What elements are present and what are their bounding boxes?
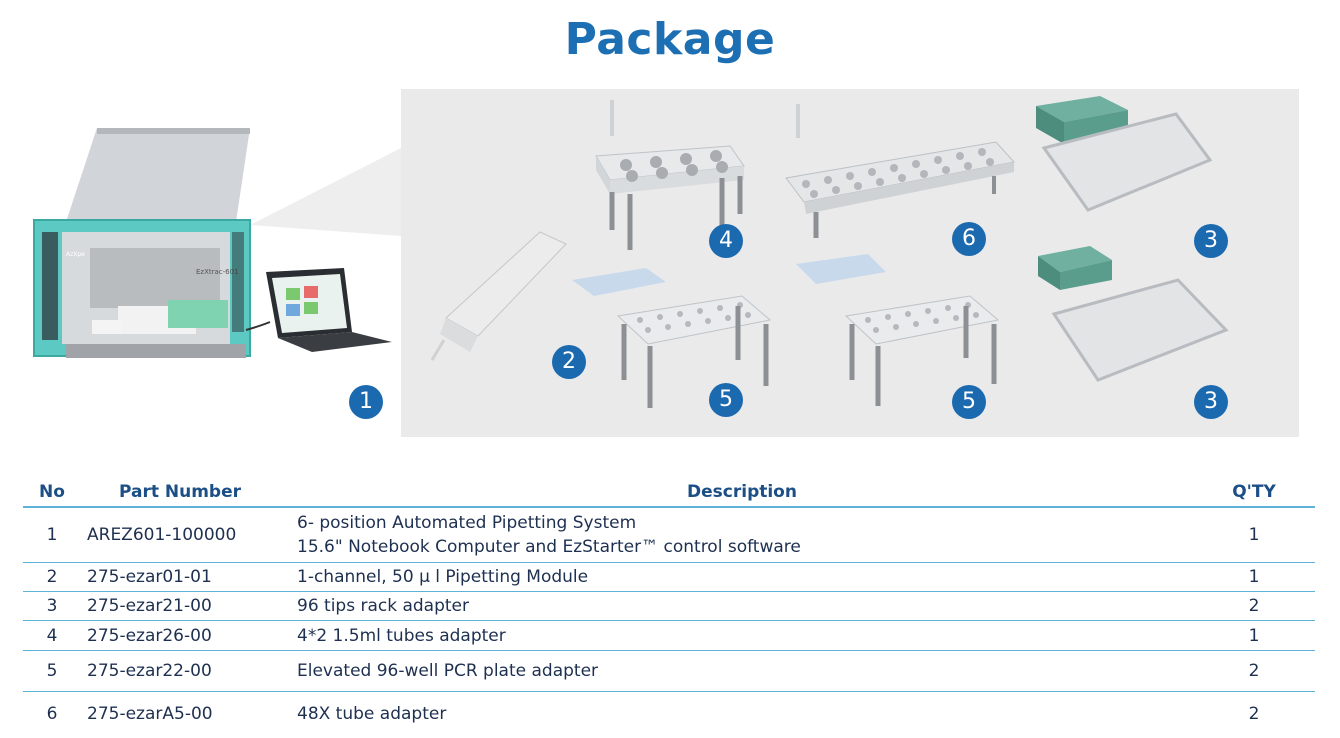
callout-wedge xyxy=(250,148,401,236)
row-description: 96 tips rack adapter xyxy=(279,591,1193,621)
table-row: 1 AREZ601-100000 6- position Automated P… xyxy=(23,507,1315,563)
row-description: Elevated 96-well PCR plate adapter xyxy=(279,650,1193,692)
tubes-adapter-image xyxy=(595,100,745,250)
row-no: 4 xyxy=(23,620,81,651)
badge-item-1: 1 xyxy=(349,385,383,419)
badge-item-4: 4 xyxy=(709,224,743,258)
row-no: 2 xyxy=(23,562,81,592)
row-part-number: 275-ezar22-00 xyxy=(81,650,279,692)
row-description: 1-channel, 50 μ l Pipetting Module xyxy=(279,562,1193,592)
badge-item-5-right: 5 xyxy=(952,385,986,419)
row-description-line: 6- position Automated Pipetting System xyxy=(297,513,637,533)
pcr-plate-adapter-image-left xyxy=(616,295,772,408)
page-title: Package xyxy=(564,14,776,65)
row-part-number: 275-ezarA5-00 xyxy=(87,703,213,724)
row-qty: 1 xyxy=(1193,620,1315,651)
row-part-number: 275-ezar01-01 xyxy=(81,562,279,592)
instrument-label: EzXtrac-601 xyxy=(196,268,239,276)
row-qty: 1 xyxy=(1193,562,1315,592)
row-qty: 2 xyxy=(1193,591,1315,621)
row-description-line: 15.6" Notebook Computer and EzStarter™ c… xyxy=(297,537,801,557)
table-row: 6 275-ezarA5-00 48X tube adapter 2 xyxy=(23,692,1315,736)
laptop-image xyxy=(245,268,392,352)
table-header-row: No Part Number Description Q'TY xyxy=(23,478,1315,508)
tips-rack-adapter-image-top xyxy=(1036,96,1213,212)
row-part-number: AREZ601-100000 xyxy=(81,507,279,563)
product-illustration: EzXtrac-601 AzXpe xyxy=(33,89,1299,437)
instrument-logo: AzXpe xyxy=(66,251,85,258)
table-row: 3 275-ezar21-00 96 tips rack adapter 2 xyxy=(23,591,1315,621)
header-qty: Q'TY xyxy=(1193,478,1315,508)
badge-item-3-bottom: 3 xyxy=(1194,385,1228,419)
row-no: 1 xyxy=(23,507,81,563)
row-qty: 1 xyxy=(1193,507,1315,563)
tube-rack-image xyxy=(785,104,1015,238)
row-part-number: 275-ezar21-00 xyxy=(81,591,279,621)
table-row: 4 275-ezar26-00 4*2 1.5ml tubes adapter … xyxy=(23,620,1315,651)
row-description: 48X tube adapter xyxy=(297,703,447,724)
table-row: 2 275-ezar01-01 1-channel, 50 μ l Pipett… xyxy=(23,562,1315,592)
pipetting-system-image: EzXtrac-601 AzXpe xyxy=(33,128,251,358)
row-description: 4*2 1.5ml tubes adapter xyxy=(279,620,1193,651)
header-description: Description xyxy=(279,478,1193,508)
pcr-plate-adapter-image-right xyxy=(796,254,1000,406)
badge-item-2: 2 xyxy=(552,345,586,379)
table-row: 5 275-ezar22-00 Elevated 96-well PCR pla… xyxy=(23,650,1315,692)
parts-table: No Part Number Description Q'TY 1 AREZ60… xyxy=(23,478,1315,735)
row-part-number: 275-ezar26-00 xyxy=(81,620,279,651)
row-no: 5 xyxy=(23,650,81,692)
badge-item-3-top: 3 xyxy=(1194,224,1228,258)
badge-item-6: 6 xyxy=(952,222,986,256)
badge-item-5-left: 5 xyxy=(709,383,743,417)
row-no: 6 xyxy=(46,703,58,724)
row-no: 3 xyxy=(23,591,81,621)
header-no: No xyxy=(23,478,81,508)
row-qty: 2 xyxy=(1248,703,1260,724)
tips-rack-adapter-image-bottom xyxy=(1038,246,1229,382)
pipetting-module-image xyxy=(430,231,666,361)
row-qty: 2 xyxy=(1193,650,1315,692)
header-part-number: Part Number xyxy=(81,478,279,508)
row-description: 6- position Automated Pipetting System 1… xyxy=(279,507,1193,563)
